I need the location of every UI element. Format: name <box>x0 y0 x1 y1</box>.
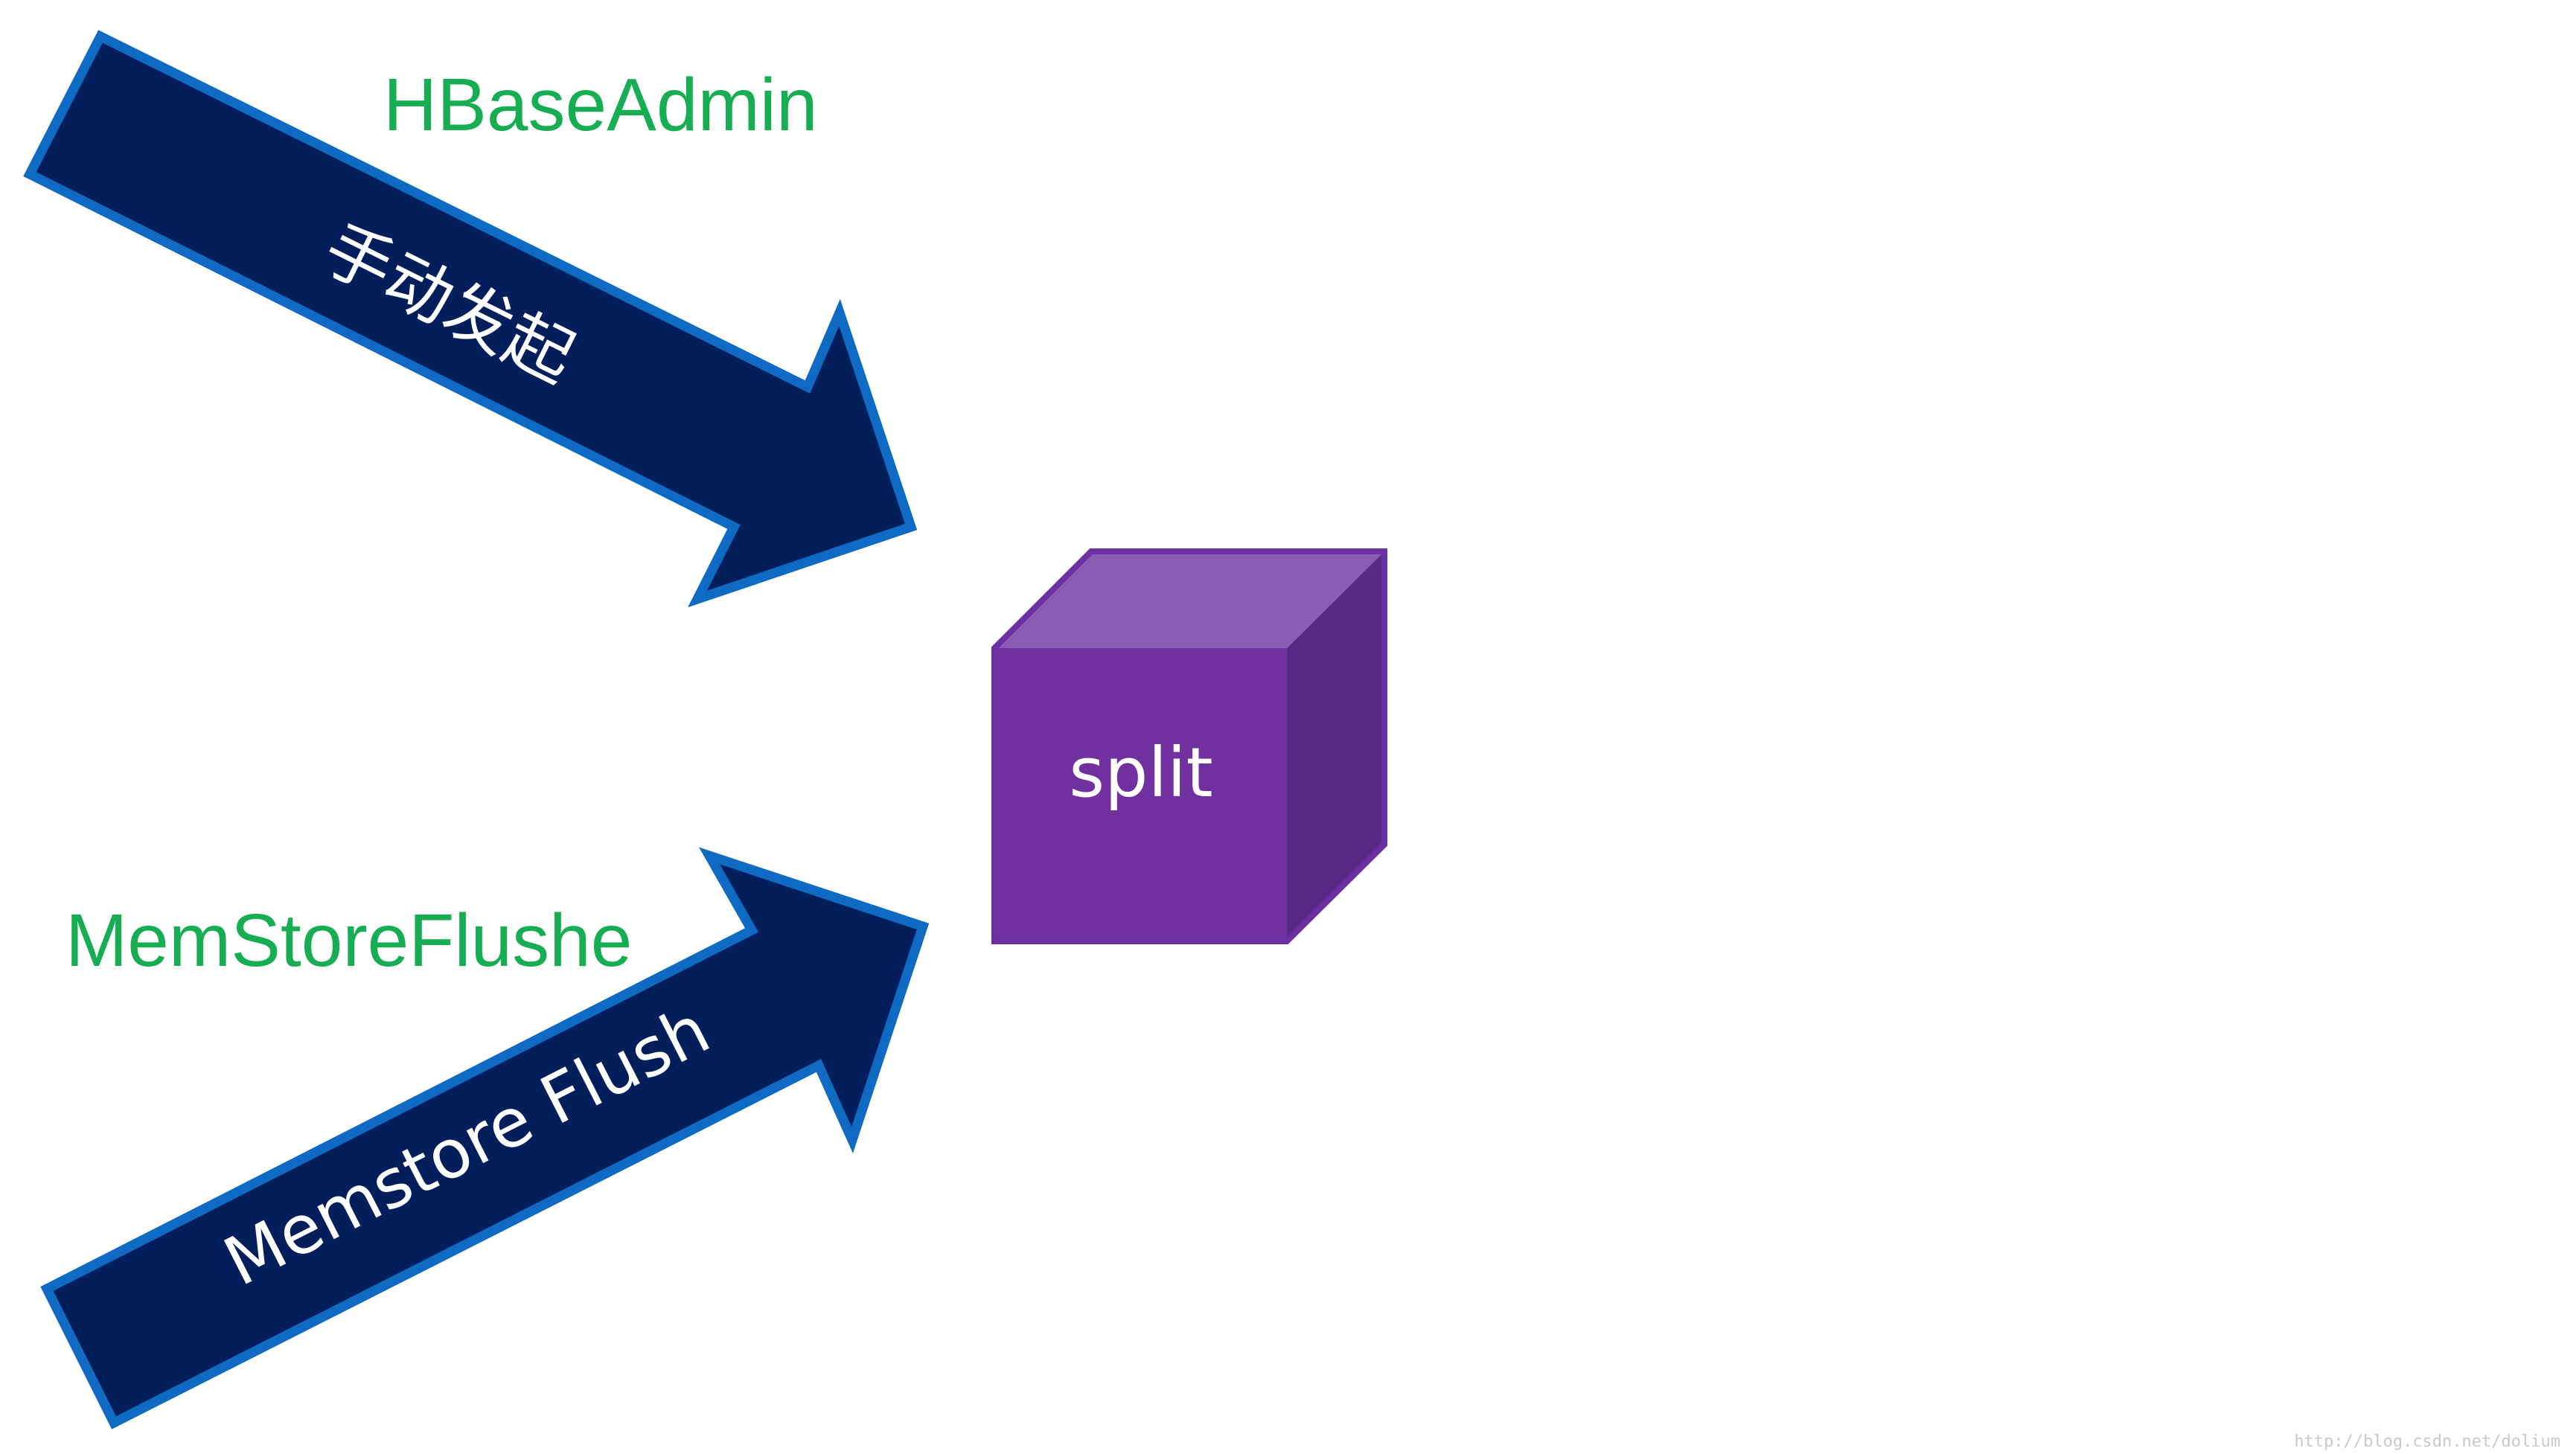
flush-arrow-shape <box>40 847 930 1429</box>
admin-arrow-shape <box>23 30 918 608</box>
watermark-text: http://blog.csdn.net/dolium <box>2294 1432 2560 1451</box>
flush-source-label: MemStoreFlushe <box>65 899 632 982</box>
split-label: split <box>1069 733 1213 813</box>
split-cube: split <box>991 548 1387 944</box>
cube-side-face <box>1287 551 1384 941</box>
admin-source-label: HBaseAdmin <box>383 63 818 147</box>
cube-top-face <box>994 551 1384 648</box>
cube-front-face <box>994 648 1287 941</box>
cube-outline <box>991 548 1387 944</box>
